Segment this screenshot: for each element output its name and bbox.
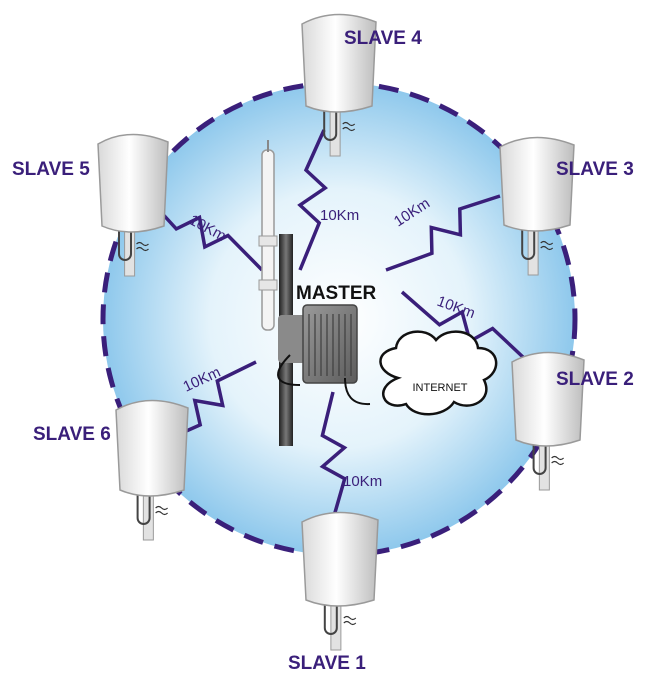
slave-3-label: SLAVE 3	[556, 159, 634, 180]
link-distance-label: 10Km	[343, 473, 382, 490]
slave-antenna-6-icon	[116, 400, 188, 540]
link-distance-label: 10Km	[320, 207, 359, 224]
slave-2-label: SLAVE 2	[556, 369, 634, 390]
slave-1-label: SLAVE 1	[288, 653, 366, 673]
internet-label: INTERNET	[413, 382, 468, 394]
slave-4-label: SLAVE 4	[344, 28, 422, 49]
master-label: MASTER	[296, 283, 377, 304]
omni-antenna-icon	[259, 140, 277, 330]
slave-6-label: SLAVE 6	[33, 424, 111, 445]
slave-antenna-1-icon	[302, 512, 378, 650]
slave-5-label: SLAVE 5	[12, 159, 90, 180]
